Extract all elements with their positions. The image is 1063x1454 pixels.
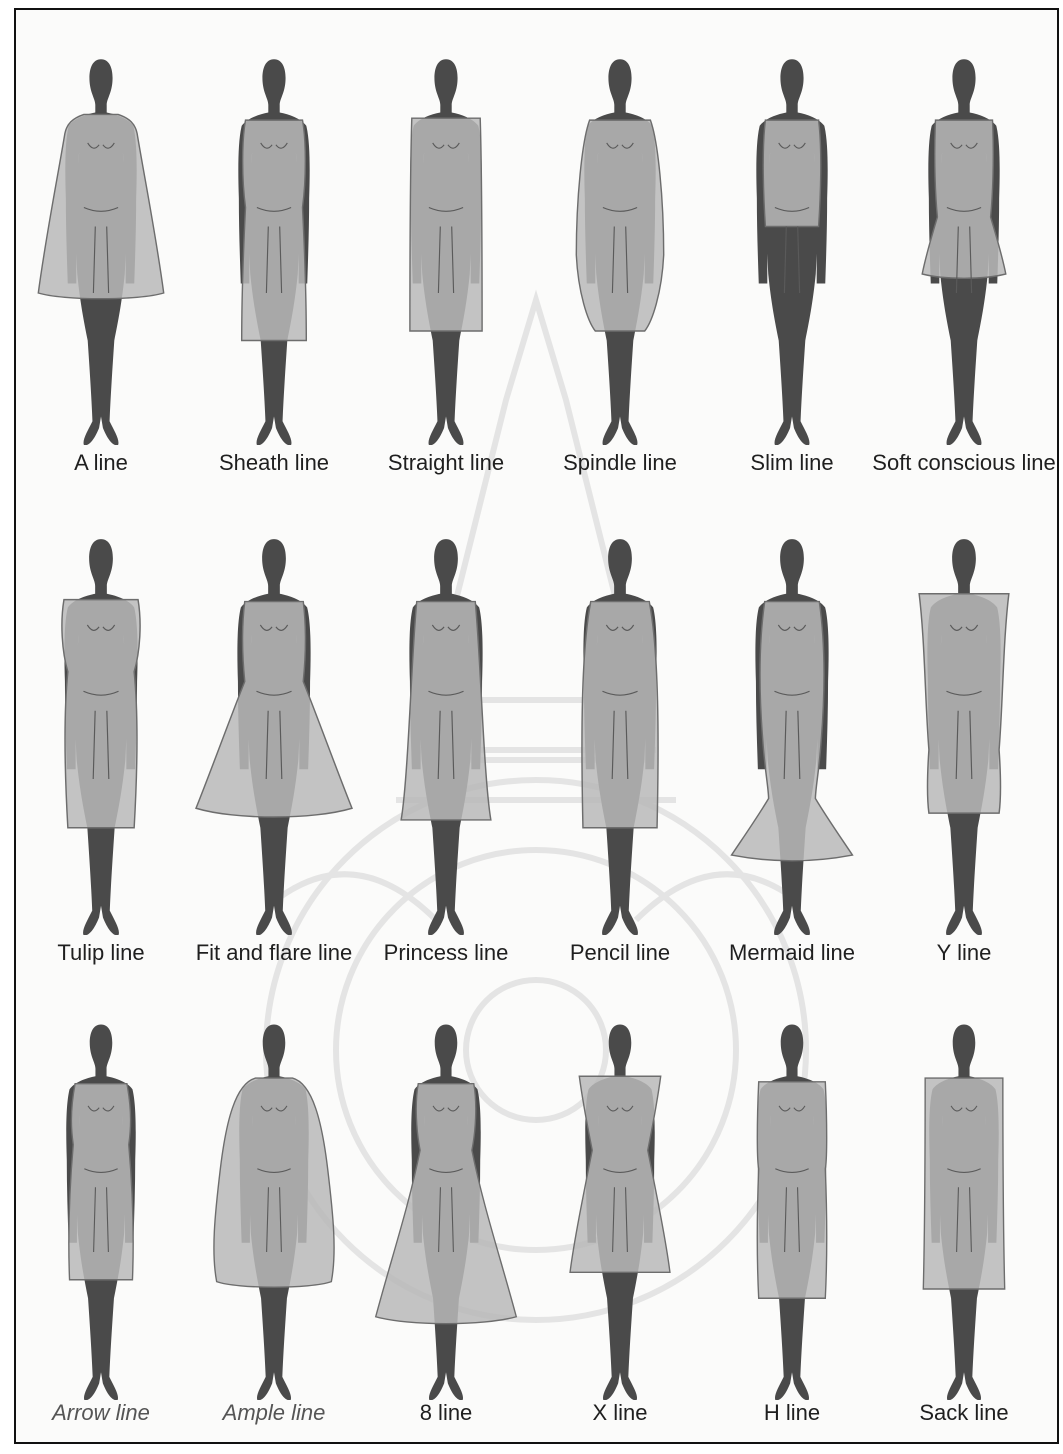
- silhouette-label: 8 line: [420, 1400, 473, 1426]
- silhouette-label: Spindle line: [563, 450, 677, 476]
- figure-straight-line: [346, 45, 546, 445]
- silhouette-label: Fit and flare line: [196, 940, 353, 966]
- dress-shape: [242, 120, 307, 340]
- figure-a-line: [14, 45, 201, 445]
- dress-shape: [582, 602, 658, 828]
- figure-y-line: [864, 525, 1059, 935]
- dress-shape: [214, 1078, 334, 1287]
- figure-ample-line: [174, 1010, 374, 1400]
- figure-fitflare-line: [174, 525, 374, 935]
- dress-shape: [401, 602, 491, 820]
- silhouette-label: Soft conscious line: [872, 450, 1055, 476]
- silhouette-label: Tulip line: [57, 940, 144, 966]
- silhouette-label: Arrow line: [52, 1400, 150, 1426]
- dress-shape: [576, 120, 663, 331]
- body-silhouette: [756, 59, 827, 445]
- dress-shape: [38, 114, 163, 298]
- figure-sheath-line: [174, 45, 374, 445]
- silhouette-label: Princess line: [384, 940, 509, 966]
- silhouette-label: Ample line: [223, 1400, 326, 1426]
- silhouette-label: Y line: [937, 940, 992, 966]
- figure-x-line: [520, 1010, 720, 1400]
- dress-shape: [757, 1082, 826, 1298]
- silhouette-label: H line: [764, 1400, 820, 1426]
- figure-tulip-line: [14, 525, 201, 935]
- dress-shape: [376, 1084, 517, 1324]
- figure-arrow-line: [14, 1010, 201, 1400]
- silhouette-label: Slim line: [750, 450, 833, 476]
- silhouette-label: X line: [592, 1400, 647, 1426]
- silhouette-label: Pencil line: [570, 940, 670, 966]
- silhouette-label: A line: [74, 450, 128, 476]
- figure-sack-line: [864, 1010, 1059, 1400]
- fashion-silhouette-chart: A line Sheath line Straight line Spindle li…: [14, 8, 1059, 1444]
- figure-pencil-line: [520, 525, 720, 935]
- figure-mermaid-line: [692, 525, 892, 935]
- figure-princess-line: [346, 525, 546, 935]
- silhouette-label: Sheath line: [219, 450, 329, 476]
- silhouette-label: Sack line: [919, 1400, 1008, 1426]
- silhouette-label: Mermaid line: [729, 940, 855, 966]
- dress-shape: [763, 120, 821, 226]
- dress-shape: [196, 602, 352, 817]
- figure-h-line: [692, 1010, 892, 1400]
- dress-shape: [923, 1078, 1004, 1289]
- dress-shape: [570, 1076, 670, 1272]
- dress-shape: [410, 118, 482, 331]
- dress-shape: [919, 594, 1009, 813]
- dress-shape: [69, 1084, 133, 1280]
- figure-soft-line: [864, 45, 1059, 445]
- silhouette-label: Straight line: [388, 450, 504, 476]
- figure-eight-line: [346, 1010, 546, 1400]
- dress-shape: [732, 602, 853, 861]
- dress-shape: [62, 600, 140, 828]
- figure-slim-line: [692, 45, 892, 445]
- figure-spindle-line: [520, 45, 720, 445]
